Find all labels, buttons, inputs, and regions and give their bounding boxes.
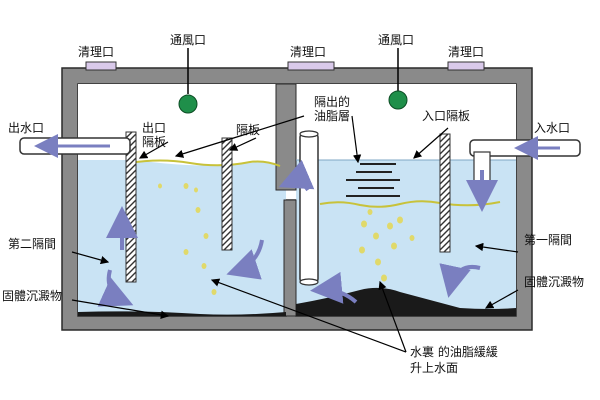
middle-wall-top [275,83,297,191]
leader-sediment-left [71,299,170,319]
flow-arrow-under [310,271,358,304]
label-inlet-baffle: 入口隔板 [422,109,470,123]
label-solid-sediment-right: 固體沉澱物 [524,275,584,289]
grease-layer-line [319,200,501,208]
transfer-pipe [299,133,319,283]
flow-arrow-second-left [97,269,134,307]
leader-lines [71,115,519,353]
water-left [78,159,286,316]
grease-bubbles [158,183,415,295]
label-cleanout-mid: 清理口 [290,45,326,59]
cleanout-cap-mid [287,61,335,71]
flow-arrow-first-turn [439,263,481,298]
label-separated-grease-2: 油脂層 [314,108,350,123]
middle-baffle [221,137,233,251]
flow-arrow-mid [226,239,264,280]
label-grease-rises-2: 升上水面 [410,361,458,375]
inlet-baffle [439,133,451,253]
label-inlet: 入水口 [534,121,570,135]
label-separated-grease-1: 隔出的 [314,94,350,109]
label-outlet-baffle-2: 隔板 [142,135,166,149]
vent-right-icon [388,90,408,110]
label-outlet-baffle-1: 出口 [142,121,166,135]
label-cleanout-right: 清理口 [448,45,484,59]
grease-surface-left [129,159,281,167]
middle-wall-bottom [283,199,297,317]
leader-baffle [228,137,257,151]
cleanout-cap-left [85,61,117,71]
label-cleanout-left: 清理口 [78,45,114,59]
leader-first-compartment [474,242,519,253]
label-second-compartment: 第二隔間 [8,237,56,251]
leader-second-compartment [71,251,110,265]
sediment-right [296,287,516,316]
transfer-pipe-top [299,130,319,138]
label-first-compartment: 第一隔間 [524,233,572,247]
sediment-left [78,311,286,316]
leader-grease-rises-a [210,278,407,353]
leader-sediment-right [484,289,519,309]
label-solid-sediment-left: 固體沉澱物 [2,289,62,303]
grease-layer-marks [346,163,400,197]
flow-arrows [34,134,560,307]
label-outlet: 出水口 [8,121,44,135]
leader-separated-grease-left [174,115,305,158]
leader-grease-rises-b [378,280,407,353]
label-vent-right: 通風口 [378,33,414,47]
vent-right [388,48,408,110]
leader-outlet-baffle [138,141,169,159]
label-grease-rises-1: 水裏 的油脂緩緩 [410,344,498,359]
leader-inlet-baffle [413,127,449,159]
transfer-pipe-bottom [299,278,319,286]
label-vent-left: 通風口 [170,33,206,47]
leader-separated-grease-right [351,115,362,164]
cleanout-cap-right [447,61,485,71]
vent-left-icon [178,94,198,114]
flow-arrow-transfer [278,159,315,192]
vent-left [178,48,198,114]
label-baffle: 隔板 [236,123,260,137]
